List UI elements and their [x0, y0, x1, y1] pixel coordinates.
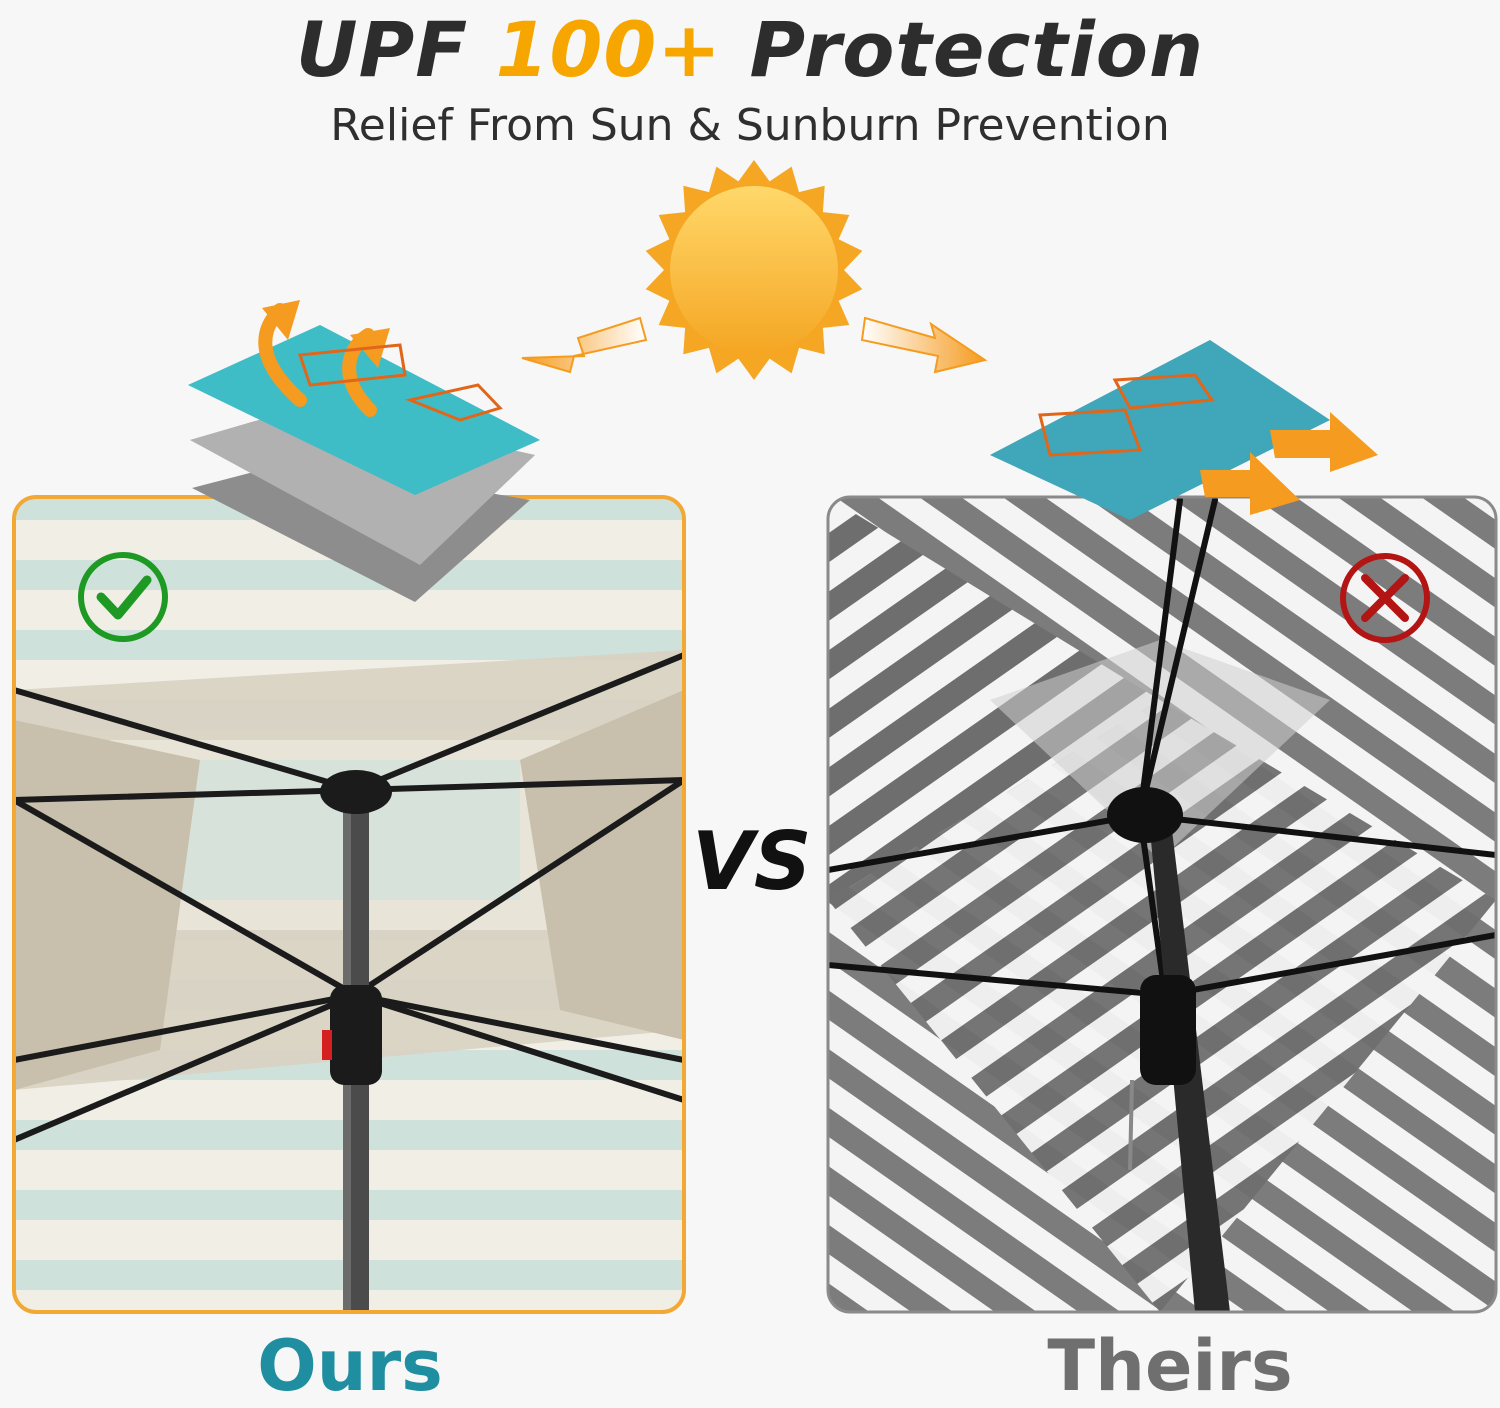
headline: UPF 100+ Protection: [0, 0, 1500, 100]
headline-prefix: UPF: [295, 5, 496, 94]
theirs-uv-arrows: [1200, 412, 1378, 515]
headline-suffix: Protection: [721, 5, 1205, 94]
theirs-panel: [828, 497, 1496, 1312]
theirs-fabric: [990, 340, 1378, 520]
ours-panel: [14, 497, 684, 1312]
sun-arrow-right: [860, 316, 988, 374]
subtitle: Relief From Sun & Sunburn Prevention: [330, 100, 1170, 151]
ours-fabric-layers: [188, 300, 540, 602]
theirs-label: Theirs: [1047, 1325, 1293, 1407]
sun-arrow-left: [521, 316, 648, 374]
cross-circle-icon: [1340, 553, 1430, 643]
check-circle-icon: [78, 552, 168, 642]
headline-accent: 100+: [495, 5, 722, 94]
ours-label: Ours: [257, 1325, 443, 1407]
sun-icon: [645, 160, 863, 380]
vs-label: VS: [692, 815, 812, 908]
